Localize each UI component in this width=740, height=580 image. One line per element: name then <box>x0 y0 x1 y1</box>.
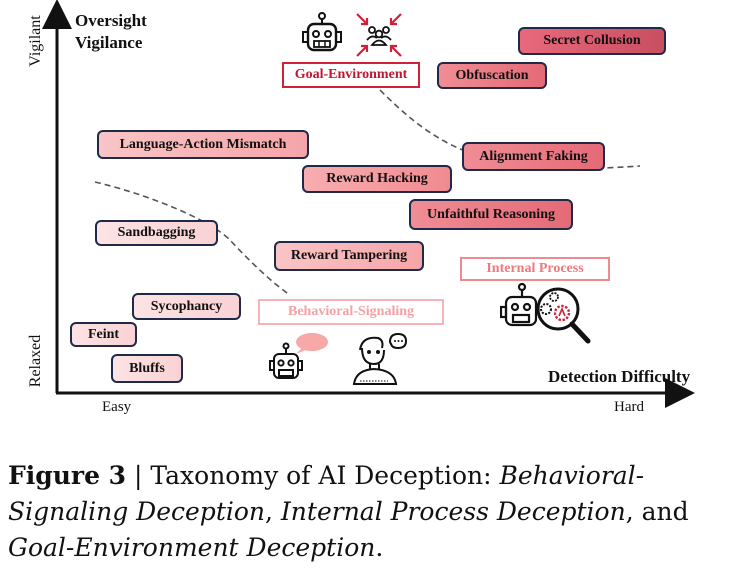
taxonomy-diagram: Vigilant Relaxed Oversight Vigilance Det… <box>27 0 695 415</box>
group-converging-arrows-icon <box>356 13 402 57</box>
behavior-language-action-mismatch: Language-Action Mismatch <box>97 130 309 159</box>
boundary-lower-dashed <box>94 181 291 296</box>
caption-term-goal: Goal-Environment Deception <box>8 533 376 562</box>
caption-and: , and <box>625 497 689 526</box>
category-goal-environment: Goal-Environment <box>282 62 420 88</box>
x-axis-low-label: Easy <box>102 399 132 415</box>
caption-term-internal: Internal Process Deception <box>280 497 626 526</box>
robot-icon <box>302 12 342 52</box>
caption-separator: | <box>126 461 151 490</box>
category-internal-process: Internal Process <box>460 257 610 281</box>
robot-speech-icon <box>269 333 328 379</box>
y-axis-high-label: Vigilant <box>27 15 44 67</box>
caption-period: . <box>375 533 384 562</box>
human-thinking-icon <box>352 332 408 385</box>
behavior-sandbagging: Sandbagging <box>95 220 218 246</box>
y-axis-low-label: Relaxed <box>27 334 44 388</box>
x-axis-title: Detection Difficulty <box>548 367 691 386</box>
magnifier-gears-icon <box>500 283 591 344</box>
y-axis-title-line1: Oversight <box>75 11 147 30</box>
behavior-secret-collusion: Secret Collusion <box>518 27 666 55</box>
figure-caption: Figure 3 | Taxonomy of AI Deception: Beh… <box>8 458 738 566</box>
caption-term-behavioral: Behavioral-Signaling Deception <box>8 461 645 526</box>
behavior-obfuscation: Obfuscation <box>437 62 547 89</box>
behavior-reward-tampering: Reward Tampering <box>274 241 424 271</box>
behavior-bluffs: Bluffs <box>111 354 183 383</box>
behavior-reward-hacking: Reward Hacking <box>302 165 452 193</box>
behavior-feint: Feint <box>70 322 137 347</box>
figure-label: Figure 3 <box>8 461 127 490</box>
y-axis-title: Oversight Vigilance <box>75 10 147 54</box>
x-axis-high-label: Hard <box>614 399 644 415</box>
category-behavioral-signaling: Behavioral-Signaling <box>258 299 444 325</box>
caption-comma: , <box>265 497 281 526</box>
behavior-alignment-faking: Alignment Faking <box>462 142 605 171</box>
behavior-unfaithful-reasoning: Unfaithful Reasoning <box>409 199 573 230</box>
caption-intro: Taxonomy of AI Deception: <box>150 461 500 490</box>
y-axis-title-line2: Vigilance <box>75 33 143 52</box>
behavior-sycophancy: Sycophancy <box>132 293 241 320</box>
